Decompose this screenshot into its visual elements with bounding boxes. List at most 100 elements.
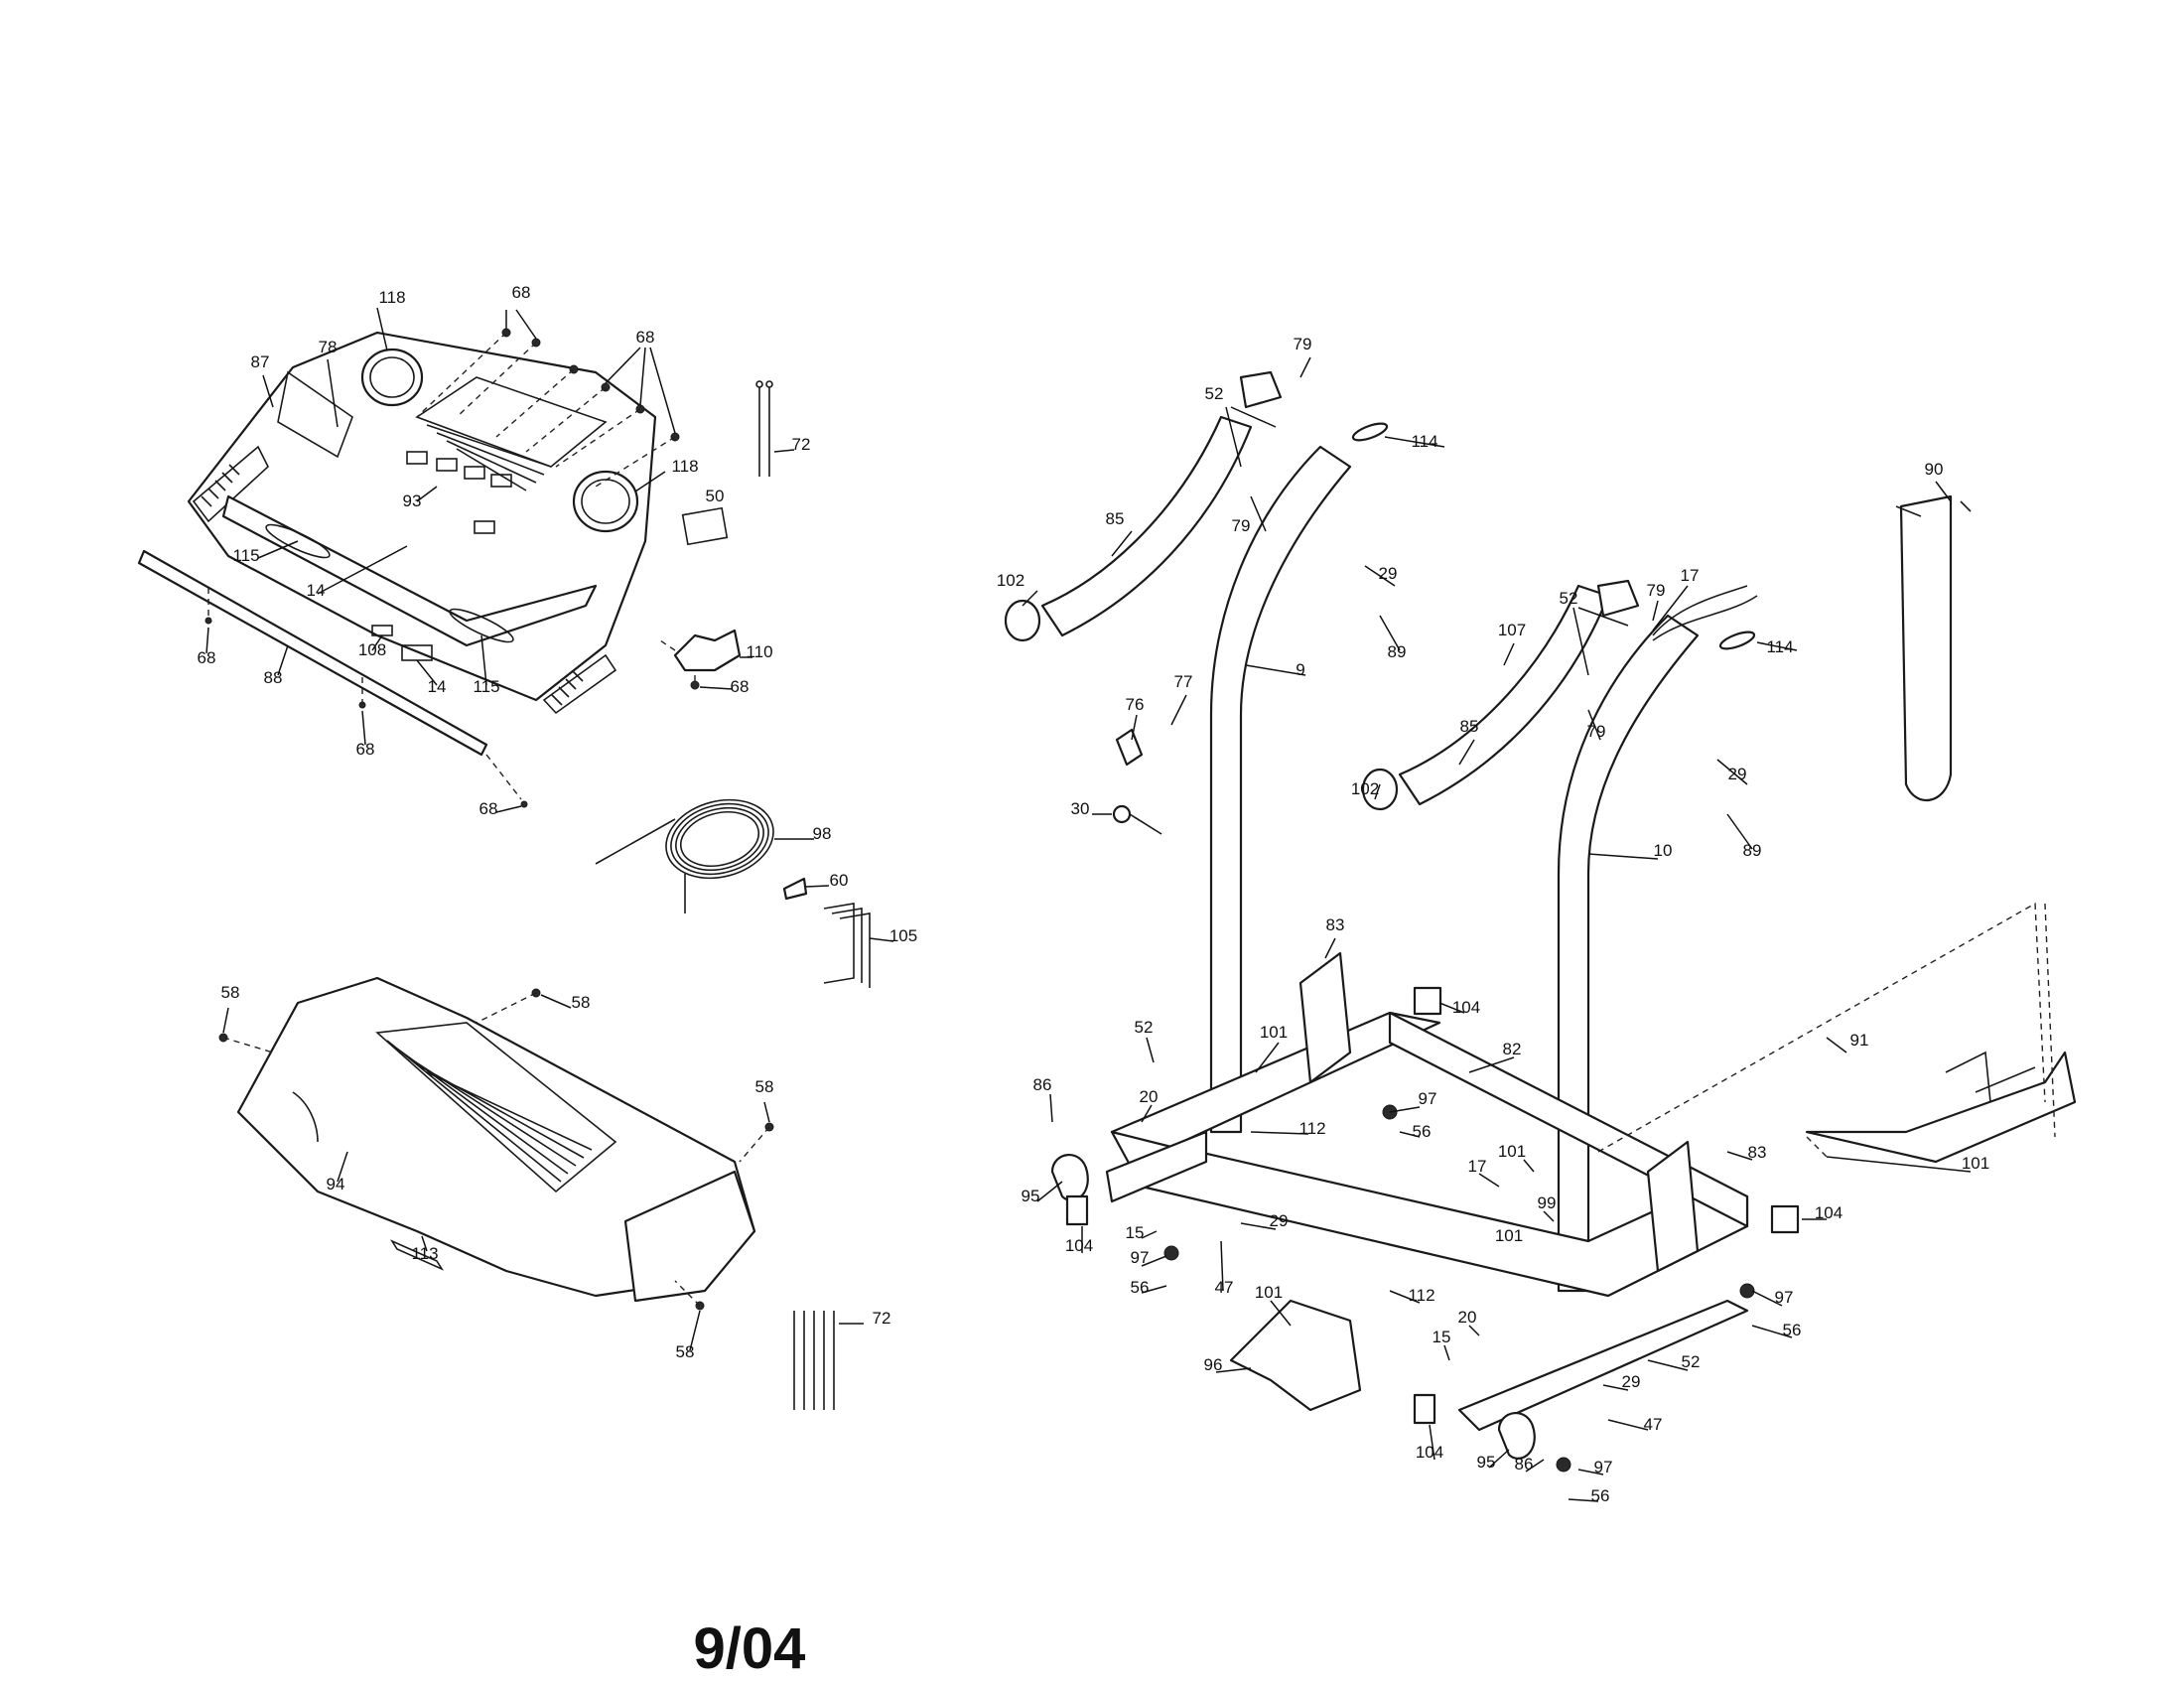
part-callout: 101 — [1495, 1226, 1523, 1245]
part-callout: 115 — [473, 677, 499, 696]
part-callout: 101 — [1260, 1023, 1288, 1042]
part-callout: 52 — [1560, 589, 1578, 608]
part-callout: 68 — [479, 799, 498, 818]
part-callout: 68 — [636, 328, 655, 347]
part-callout: 115 — [232, 546, 259, 565]
part-callout: 97 — [1594, 1458, 1613, 1476]
part-callout: 29 — [1728, 765, 1747, 783]
part-callout: 97 — [1775, 1288, 1794, 1307]
part-callout: 83 — [1326, 915, 1345, 934]
part-callout: 104 — [1815, 1203, 1843, 1222]
part-callout: 85 — [1460, 717, 1479, 736]
part-callout: 87 — [251, 352, 270, 371]
part-callout: 20 — [1458, 1308, 1477, 1327]
part-callout: 101 — [1255, 1283, 1283, 1302]
part-callout: 58 — [572, 993, 591, 1012]
part-callout: 29 — [1379, 564, 1398, 583]
part-callout: 118 — [671, 457, 698, 476]
part-callout: 95 — [1022, 1187, 1040, 1205]
part-callout: 79 — [1587, 722, 1606, 741]
part-callout: 50 — [706, 487, 725, 505]
part-callout: 14 — [428, 677, 447, 696]
part-callout: 52 — [1205, 384, 1224, 403]
part-callout: 58 — [755, 1077, 774, 1096]
part-callout: 15 — [1126, 1223, 1145, 1242]
part-callout: 68 — [356, 740, 375, 759]
part-callout: 68 — [731, 677, 750, 696]
part-callout: 98 — [813, 824, 832, 843]
part-callout: 58 — [221, 983, 240, 1002]
part-callout: 101 — [1962, 1154, 1989, 1173]
part-callout: 77 — [1174, 672, 1193, 691]
part-callout: 47 — [1215, 1278, 1234, 1297]
part-callout: 17 — [1681, 566, 1700, 585]
part-callout: 79 — [1232, 516, 1251, 535]
uprights-and-frame — [1004, 370, 2077, 1473]
part-callout: 47 — [1644, 1415, 1663, 1434]
part-callout: 107 — [1498, 621, 1526, 639]
part-callout: 56 — [1131, 1278, 1150, 1297]
callout-labels: 118 68 68 87 78 72 118 93 50 115 14 68 108 110 88 14 115… — [198, 283, 1990, 1505]
part-callout: 102 — [1351, 779, 1379, 798]
part-callout: 68 — [512, 283, 531, 302]
part-callout: 108 — [358, 640, 386, 659]
motor-hood — [218, 976, 864, 1410]
part-callout: 112 — [1408, 1286, 1434, 1305]
part-callout: 29 — [1270, 1211, 1289, 1230]
part-callout: 86 — [1033, 1075, 1052, 1094]
part-callout: 104 — [1065, 1236, 1093, 1255]
part-callout: 113 — [411, 1244, 438, 1263]
part-callout: 83 — [1748, 1143, 1767, 1162]
part-callout: 72 — [792, 435, 811, 454]
part-callout: 101 — [1498, 1142, 1526, 1161]
wire-harness — [595, 798, 894, 988]
part-callout: 68 — [198, 648, 216, 667]
part-callout: 96 — [1204, 1355, 1223, 1374]
console-hardware — [137, 307, 795, 813]
part-callout: 60 — [830, 871, 849, 890]
part-callout: 88 — [264, 668, 283, 687]
part-callout: 118 — [378, 288, 405, 307]
part-callout: 91 — [1850, 1031, 1869, 1050]
part-callout: 9 — [1296, 660, 1304, 679]
part-callout: 105 — [889, 926, 917, 945]
part-callout: 97 — [1419, 1089, 1437, 1108]
part-callout: 56 — [1783, 1321, 1802, 1339]
part-callout: 102 — [997, 571, 1024, 590]
part-callout: 97 — [1131, 1248, 1150, 1267]
part-callout: 95 — [1477, 1453, 1496, 1472]
part-callout: 10 — [1654, 841, 1673, 860]
part-callout: 114 — [1766, 637, 1793, 656]
part-callout: 82 — [1503, 1040, 1522, 1058]
part-callout: 58 — [676, 1342, 695, 1361]
part-callout: 94 — [327, 1175, 345, 1193]
date-stamp: 9/04 — [694, 1616, 806, 1681]
part-callout: 30 — [1071, 799, 1090, 818]
part-callout: 104 — [1416, 1443, 1443, 1462]
part-callout: 14 — [307, 581, 326, 600]
part-callout: 89 — [1743, 841, 1762, 860]
frame-leaders — [1022, 356, 1972, 1502]
part-callout: 29 — [1622, 1372, 1641, 1391]
part-callout: 90 — [1925, 460, 1944, 479]
part-callout: 78 — [319, 338, 338, 356]
part-callout: 56 — [1591, 1486, 1610, 1505]
part-callout: 85 — [1106, 509, 1125, 528]
part-callout: 79 — [1647, 581, 1666, 600]
part-callout: 112 — [1298, 1119, 1325, 1138]
part-callout: 99 — [1538, 1193, 1557, 1212]
part-callout: 17 — [1468, 1157, 1487, 1176]
part-callout: 114 — [1411, 432, 1437, 451]
part-callout: 20 — [1140, 1087, 1159, 1106]
part-callout: 104 — [1452, 998, 1480, 1017]
part-callout: 93 — [403, 491, 422, 510]
part-callout: 89 — [1388, 642, 1407, 661]
part-callout: 110 — [746, 642, 772, 661]
part-callout: 76 — [1126, 695, 1145, 714]
part-callout: 52 — [1682, 1352, 1701, 1371]
part-callout: 86 — [1515, 1455, 1534, 1474]
part-callout: 56 — [1413, 1122, 1432, 1141]
part-callout: 52 — [1135, 1018, 1154, 1037]
part-callout: 15 — [1433, 1328, 1451, 1346]
